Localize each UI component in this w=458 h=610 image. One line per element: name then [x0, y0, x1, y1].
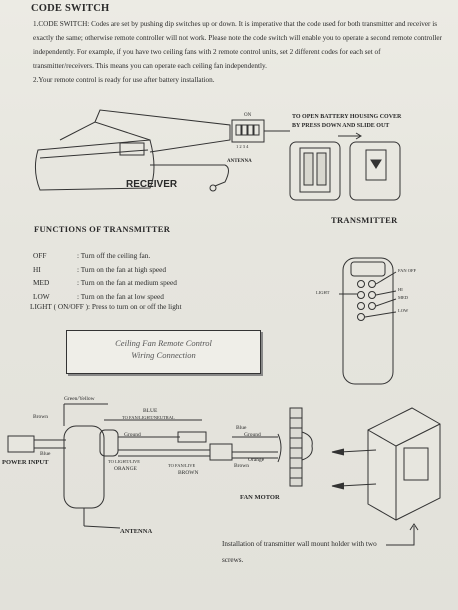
ground-right-label: Ground — [244, 432, 261, 438]
section-title: CODE SWITCH — [31, 3, 110, 14]
function-desc: : Turn on the fan at high speed — [77, 264, 166, 274]
to-fan-live-label: TO FAN/LIVE — [168, 463, 196, 468]
brown-right-label: BROWN — [178, 470, 199, 476]
ground-left-label: Ground — [124, 432, 141, 438]
paragraph-1: 1.CODE SWITCH: Codes are set by pushing … — [33, 20, 442, 70]
antenna-wire — [150, 164, 229, 187]
functions-title: FUNCTIONS OF TRANSMITTER — [34, 224, 171, 234]
function-key: HI — [33, 264, 41, 274]
transmitter-title: TRANSMITTER — [331, 215, 398, 225]
receiver-clip — [119, 142, 145, 156]
green-yellow-label: Green/Yellow — [64, 396, 95, 402]
function-desc: : Turn off the ceiling fan. — [77, 251, 151, 260]
wiring-receiver — [63, 425, 105, 509]
fan-motor-label: FAN MOTOR — [240, 494, 280, 501]
dip-numbers: 1 2 3 4 — [236, 144, 249, 149]
brown-label: Brown — [33, 414, 48, 420]
wiring-title-line1: Ceiling Fan Remote Control — [115, 338, 212, 348]
low-label: LOW — [398, 308, 409, 313]
wiring-title-box: Ceiling Fan Remote Control Wiring Connec… — [66, 330, 261, 374]
function-desc: : Turn on the fan at low speed — [77, 291, 164, 301]
functions-list: OFF : Turn off the ceiling fan. HI : Turn … — [33, 249, 177, 303]
to-light-live-label: TO LIGHT/LIVE — [108, 459, 141, 464]
battery-note-2: BY PRESS DOWN AND SLIDE OUT — [292, 123, 390, 129]
to-fan-light-neutral-label: TO FAN/LIGHT/NEUTRAL — [122, 415, 175, 420]
function-row: MED : Turn on the fan at medium speed — [33, 276, 177, 290]
hi-label: HI — [398, 287, 403, 292]
fan-off-label: FAN OFF — [398, 268, 417, 273]
function-key: MED — [33, 278, 50, 287]
function-key: OFF — [33, 251, 47, 260]
med-label: MED — [398, 295, 408, 300]
function-row: HI : Turn on the fan at high speed — [33, 263, 177, 277]
transmitter-cover — [349, 141, 401, 201]
battery-note-1: TO OPEN BATTERY HOUSING COVER — [292, 114, 402, 120]
paragraph-2: 2.Your remote control is ready for use a… — [33, 76, 215, 84]
orange-left-label: ORANGE — [114, 466, 137, 472]
power-input-label: POWER INPUT — [2, 459, 49, 466]
light-label: LIGHT — [316, 290, 330, 295]
fan-motor — [289, 407, 303, 487]
wiring-title-line2: Wiring Connection — [131, 350, 196, 360]
dip-on-label: ON — [244, 113, 252, 118]
install-note: Installation of transmitter wall mount h… — [222, 540, 377, 564]
orange-right-label: Orange — [248, 457, 265, 463]
antenna-label: ANTENNA — [227, 159, 252, 164]
receiver-cable — [94, 109, 231, 153]
antenna-wiring-label: ANTENNA — [120, 528, 153, 535]
function-row: LOW : Turn on the fan at low speed — [33, 290, 177, 304]
blue-right-label: Blue — [236, 425, 247, 431]
receiver-label: RECEIVER — [126, 179, 178, 190]
transmitter-front — [342, 257, 394, 385]
light-function: LIGHT ( ON/OFF ): Press to turn on or of… — [30, 302, 182, 311]
blue-top-label: BLUE — [143, 408, 158, 414]
function-key: LOW — [33, 291, 50, 301]
code-switch-text: 1.CODE SWITCH: Codes are set by pushing … — [33, 17, 443, 87]
brown-motor-label: Brown — [234, 463, 249, 469]
function-row: OFF : Turn off the ceiling fan. — [33, 249, 177, 263]
transmitter-back — [289, 141, 341, 201]
function-desc: : Turn on the fan at medium speed — [77, 278, 177, 287]
blue-left-label: Blue — [40, 451, 51, 457]
